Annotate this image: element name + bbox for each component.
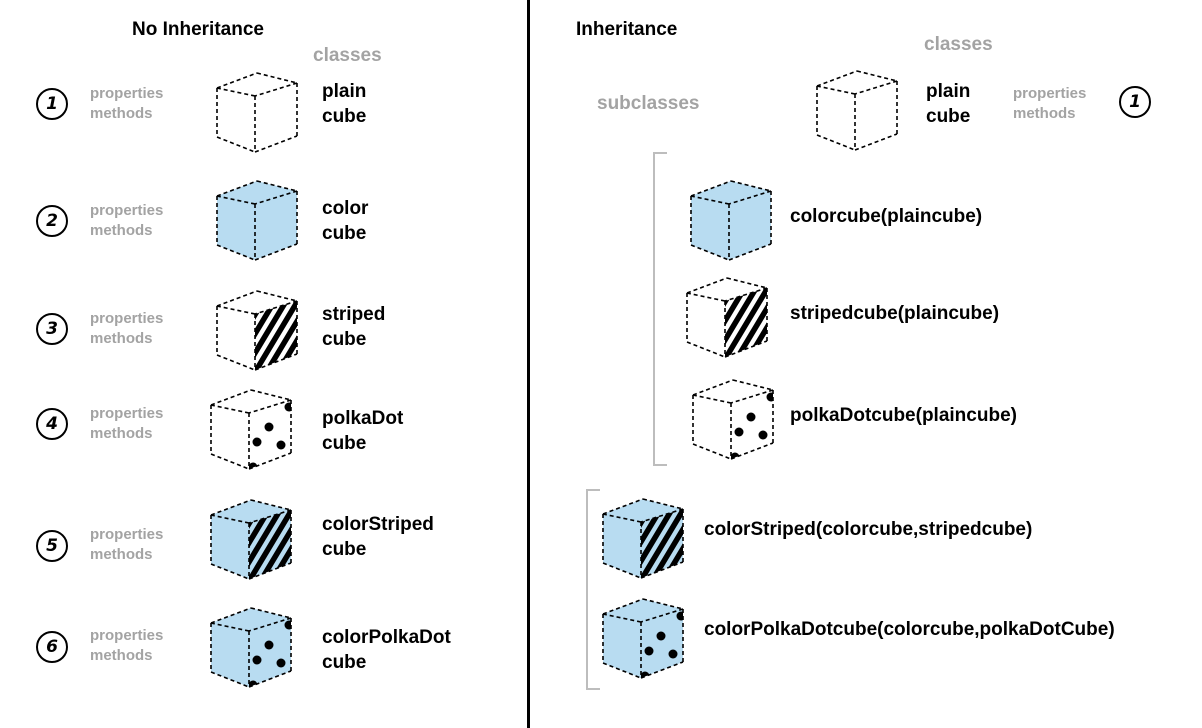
left-classes-label: classes: [313, 45, 382, 66]
cube-drawing: [210, 499, 292, 580]
subclass-name: polkaDotcube(plaincube): [790, 405, 1017, 426]
right-classes-label: classes: [924, 34, 993, 55]
cube-drawing: [816, 70, 898, 151]
cube-drawing: [216, 72, 298, 153]
left-title: No Inheritance: [132, 19, 264, 40]
subclass-name: colorStriped(colorcube,stripedcube): [704, 519, 1033, 540]
cube-drawing: [692, 379, 774, 460]
cube-drawing: [216, 290, 298, 371]
number-badge: 1: [36, 88, 68, 120]
subclass-group-bracket: [653, 152, 667, 466]
number-badge: 2: [36, 205, 68, 237]
subclass-name: colorcube(plaincube): [790, 206, 983, 227]
column-divider: [527, 0, 530, 728]
subclass-name: colorPolkaDotcube(colorcube,polkaDotCube…: [704, 619, 1115, 640]
number-badge: 5: [36, 530, 68, 562]
subclass-name: stripedcube(plaincube): [790, 303, 1000, 324]
cube-drawing: [602, 598, 684, 679]
number-badge: 4: [36, 408, 68, 440]
subclass-group-bracket: [586, 489, 600, 690]
cube-drawing: [210, 607, 292, 688]
number-badge: 3: [36, 313, 68, 345]
number-badge: 1: [1119, 86, 1151, 118]
cube-drawing: [690, 180, 772, 261]
subclasses-label: subclasses: [597, 93, 700, 114]
cube-drawing: [686, 277, 768, 358]
cube-drawing: [216, 180, 298, 261]
number-badge: 6: [36, 631, 68, 663]
right-title: Inheritance: [576, 19, 678, 40]
cube-drawing: [602, 498, 684, 579]
cube-drawing: [210, 389, 292, 470]
